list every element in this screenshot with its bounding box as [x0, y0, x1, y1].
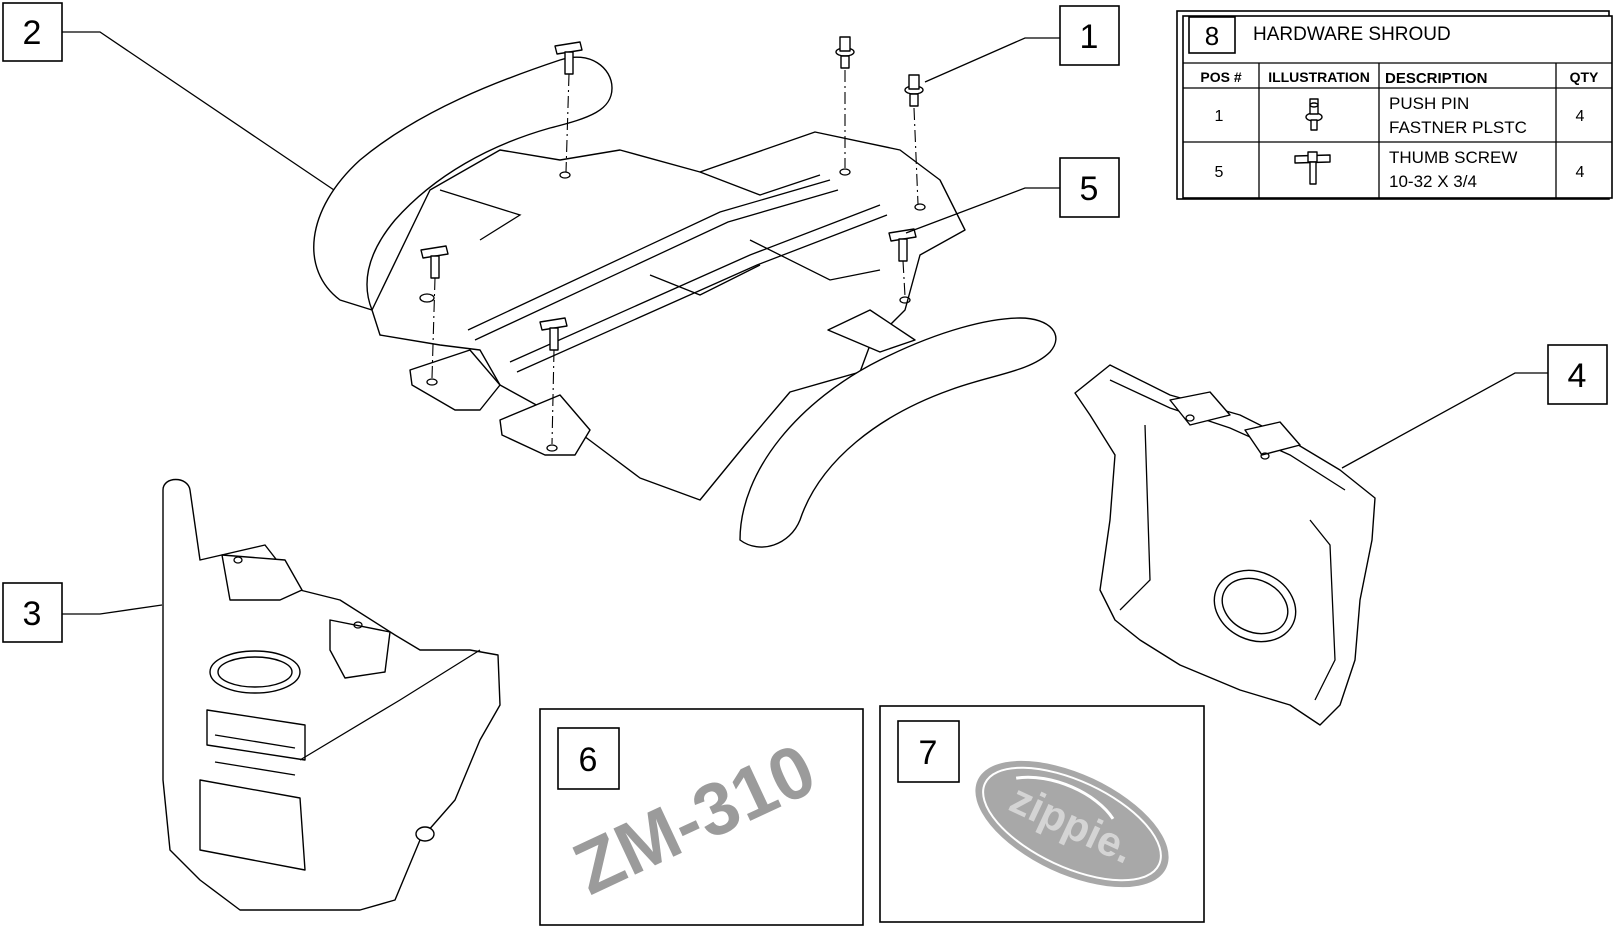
push-pin-icon — [835, 36, 855, 69]
row2-pos: 5 — [1215, 164, 1224, 181]
callout-1-label: 1 — [1080, 18, 1099, 56]
callout-3-label: 3 — [23, 595, 42, 633]
row1-desc-line1: PUSH PIN — [1389, 94, 1469, 113]
row2-qty: 4 — [1576, 164, 1585, 181]
callout-2-label: 2 — [23, 14, 42, 52]
callout-3: 3 — [2, 582, 63, 643]
callout-5-label: 5 — [1080, 170, 1099, 208]
thumb-screw-icon — [1294, 151, 1331, 185]
push-pin-icon — [904, 74, 924, 107]
callout-4: 4 — [1547, 344, 1608, 405]
hardware-shroud-table: 8 HARDWARE SHROUD POS # ILLUSTRATION DES… — [1176, 10, 1613, 200]
row1-desc-line2: FASTNER PLSTC — [1389, 118, 1527, 137]
part-3-front-shroud — [162, 478, 501, 911]
callout-8-label: 8 — [1205, 21, 1219, 51]
callout-5: 5 — [1059, 157, 1120, 218]
part-6-model-decal: 6 ZM-310 — [539, 708, 864, 926]
row2-desc-line1: THUMB SCREW — [1389, 148, 1517, 167]
hardware-fasteners — [420, 36, 924, 445]
table-title: HARDWARE SHROUD — [1253, 24, 1451, 45]
callout-6-label: 6 — [579, 741, 598, 779]
part-7-logo-decal: 7 zippie. — [879, 705, 1205, 923]
callout-2: 2 — [2, 2, 63, 62]
callout-4-label: 4 — [1568, 357, 1587, 395]
header-illustration: ILLUSTRATION — [1268, 69, 1370, 85]
callout-7-label: 7 — [919, 734, 938, 772]
part-4-rear-shroud — [1074, 364, 1376, 726]
row1-pos: 1 — [1215, 108, 1224, 125]
leader-lines — [62, 31, 1548, 615]
header-qty: QTY — [1570, 69, 1599, 85]
header-description: DESCRIPTION — [1385, 70, 1488, 87]
push-pin-icon — [1305, 98, 1323, 131]
part-2-top-shroud — [313, 56, 1057, 548]
header-pos: POS # — [1200, 69, 1241, 85]
row1-qty: 4 — [1576, 108, 1585, 125]
callout-1: 1 — [1059, 5, 1120, 66]
row2-desc-line2: 10-32 X 3/4 — [1389, 172, 1477, 191]
